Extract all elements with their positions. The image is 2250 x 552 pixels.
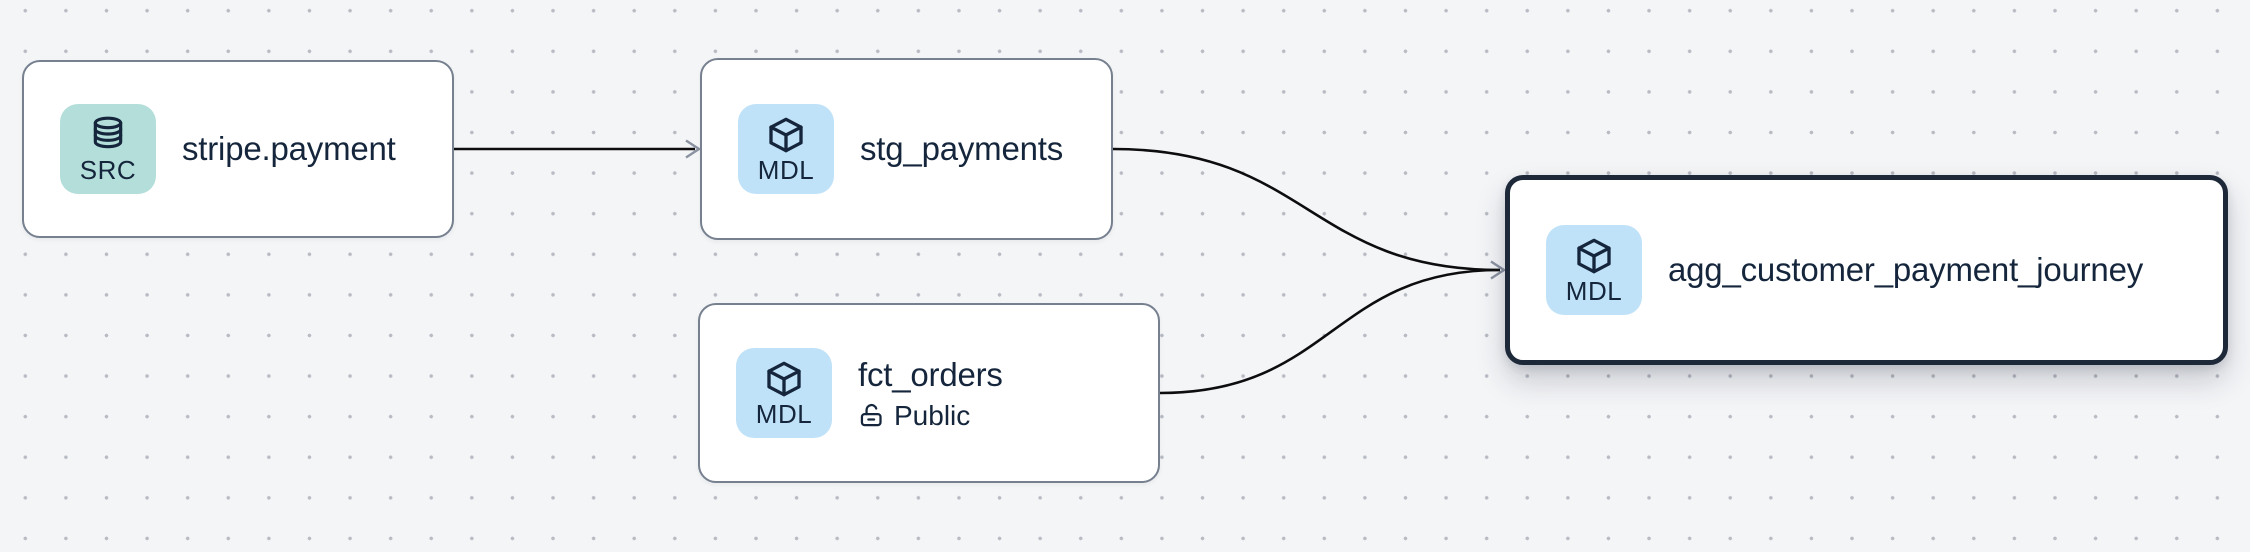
cube-icon [1574, 236, 1614, 274]
node-title: stripe.payment [182, 130, 396, 167]
node-access-badge: Public [858, 400, 1003, 432]
cube-icon [764, 359, 804, 397]
node-type-badge: SRC [60, 104, 156, 194]
node-access-label: Public [894, 399, 971, 431]
cube-icon [766, 115, 806, 153]
node-type-label: MDL [755, 398, 813, 429]
node-title: fct_orders [858, 355, 1003, 393]
lineage-node-stg_payments[interactable]: MDL stg_payments [700, 58, 1113, 240]
node-type-badge: MDL [736, 348, 832, 438]
edge-fct_orders-to-agg_customer_payment_journey [1159, 268, 1501, 395]
node-type-label: SRC [79, 154, 137, 185]
arrowhead-icon [685, 139, 702, 159]
node-type-label: MDL [1565, 275, 1623, 306]
node-title: agg_customer_payment_journey [1668, 251, 2144, 288]
node-type-label: MDL [757, 154, 815, 185]
node-type-badge: MDL [1546, 225, 1642, 315]
lineage-node-agg_customer_payment_journey[interactable]: MDL agg_customer_payment_journey [1505, 175, 2228, 365]
node-type-badge: MDL [738, 104, 834, 194]
database-icon [89, 115, 127, 153]
arrowhead-icon [1490, 260, 1507, 280]
unlock-icon [858, 402, 885, 429]
lineage-node-stripe_payment[interactable]: SRC stripe.payment [22, 60, 454, 238]
edge-stg_payments-to-agg_customer_payment_journey [1112, 147, 1501, 272]
node-title: stg_payments [860, 130, 1064, 167]
